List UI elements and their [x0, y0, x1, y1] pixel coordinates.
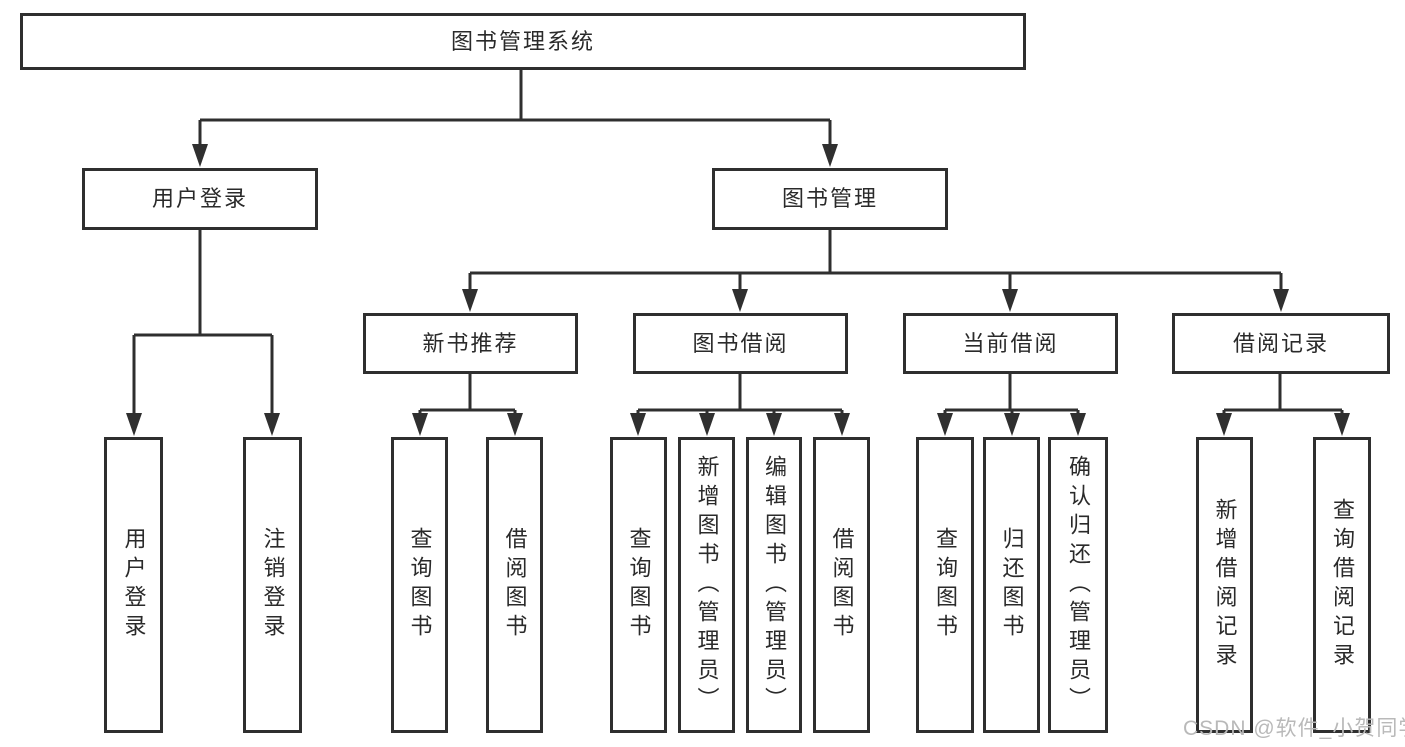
connector-user-login-to-children: [132, 230, 274, 418]
leaf-borrow-books-recommend: 借阅图书: [486, 437, 543, 733]
leaf-return-book: 归还图书: [983, 437, 1040, 733]
node-book-borrow: 图书借阅: [633, 313, 848, 374]
leaf-edit-book-admin: 编辑图书（管理员）: [746, 437, 802, 733]
node-borrow-records: 借阅记录: [1172, 313, 1390, 374]
node-library-system: 图书管理系统: [20, 13, 1026, 70]
leaf-confirm-return-admin: 确认归还（管理员）: [1048, 437, 1108, 733]
leaf-query-books-recommend: 查询图书: [391, 437, 448, 733]
node-user-login: 用户登录: [82, 168, 318, 230]
node-book-management: 图书管理: [712, 168, 948, 230]
leaf-borrow-books: 借阅图书: [813, 437, 870, 733]
connector-borrow-records-to-children: [1222, 374, 1344, 418]
connector-current-borrow-to-children: [943, 374, 1080, 418]
watermark: CSDN @软件_小贺同学: [1183, 717, 1405, 740]
connector-root-to-level2: [198, 70, 832, 150]
node-current-borrow: 当前借阅: [903, 313, 1118, 374]
leaf-add-book-admin: 新增图书（管理员）: [678, 437, 735, 733]
leaf-logout: 注销登录: [243, 437, 302, 733]
node-new-book-recommend: 新书推荐: [363, 313, 578, 374]
connector-book-management-to-level3: [468, 230, 1283, 295]
connector-new-book-recommend-to-children: [418, 374, 517, 418]
leaf-query-books-borrow: 查询图书: [610, 437, 667, 733]
leaf-query-borrow-record: 查询借阅记录: [1313, 437, 1371, 733]
leaf-add-borrow-record: 新增借阅记录: [1196, 437, 1253, 733]
leaf-query-books-current: 查询图书: [916, 437, 974, 733]
leaf-user-login: 用户登录: [104, 437, 163, 733]
connector-book-borrow-to-children: [636, 374, 844, 418]
